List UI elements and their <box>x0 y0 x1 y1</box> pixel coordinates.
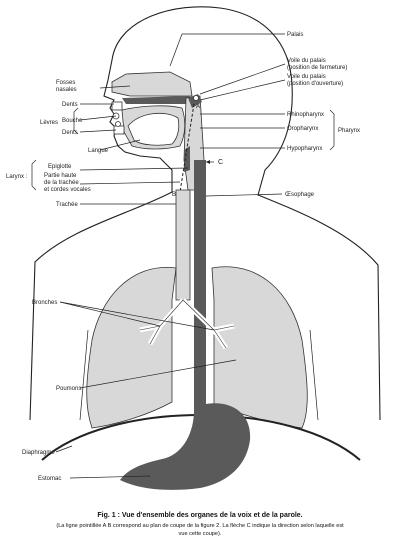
tongue <box>127 112 180 146</box>
trachea <box>175 189 191 301</box>
label-point-a: A <box>196 104 200 110</box>
label-langue: Langue <box>88 148 109 154</box>
label-fosses-nasales-1: Fosses <box>56 80 75 86</box>
label-dents-haut: Dents <box>62 102 78 108</box>
stomach <box>120 388 251 490</box>
label-levres: Lèvres <box>40 120 58 126</box>
label-fosses-nasales-2: nasales <box>56 87 77 93</box>
label-partie-haute-2: de la trachée <box>44 180 79 186</box>
upper-teeth <box>111 101 123 111</box>
label-trachee: Trachée <box>56 202 78 208</box>
label-dents-bas: Dents <box>62 130 78 136</box>
label-epiglotte: Epiglotte <box>48 164 72 170</box>
esophagus <box>194 160 206 390</box>
larynx-bracket <box>31 159 37 191</box>
label-poumons: Poumons <box>56 386 81 392</box>
body-left-inner <box>79 329 89 421</box>
head-outline <box>111 6 381 421</box>
palate <box>122 96 194 104</box>
label-point-c: C <box>218 159 223 166</box>
label-partie-haute-1: Partie haute <box>44 173 77 179</box>
label-partie-haute-3: et cordes vocales <box>44 187 91 193</box>
pharynx-bracket <box>329 109 335 151</box>
label-point-b: B <box>172 192 176 198</box>
label-oesophage: Œsophage <box>285 192 315 198</box>
nasal-cavity <box>111 71 193 97</box>
body-right-inner <box>309 329 319 421</box>
label-voile-fermeture: Voile du palais <box>287 58 326 64</box>
label-voile-ouverture-sub: (position d'ouverture) <box>287 81 343 87</box>
label-pharynx: Pharynx <box>338 128 360 134</box>
label-estomac: Estomac <box>38 476 61 482</box>
label-rhinopharynx: Rhinopharynx <box>287 112 324 118</box>
levres-bracket <box>73 107 79 135</box>
lung-left <box>86 266 177 429</box>
lung-right <box>211 266 308 429</box>
leader-lines <box>55 33 286 479</box>
lip-lower <box>115 121 121 127</box>
velum-closed <box>193 95 199 101</box>
label-larynx: Larynx : <box>6 174 28 180</box>
label-bronches: Bronches <box>32 300 57 306</box>
figure-caption-title: Fig. 1 : Vue d'ensemble des organes de l… <box>97 512 303 519</box>
label-hypopharynx: Hypopharynx <box>287 146 322 152</box>
label-oropharynx: Oropharynx <box>287 126 318 132</box>
label-diaphragme: Diaphragme <box>22 450 55 456</box>
figure-caption-text: (La ligne pointillée A B correspond au p… <box>56 523 344 537</box>
epiglottis <box>184 146 190 172</box>
label-voile-fermeture-sub: (position de fermeture) <box>287 65 347 71</box>
label-voile-ouverture: Voile du palais <box>287 74 326 80</box>
label-bouche: Bouche <box>62 118 83 124</box>
label-palais: Palais <box>287 32 303 38</box>
